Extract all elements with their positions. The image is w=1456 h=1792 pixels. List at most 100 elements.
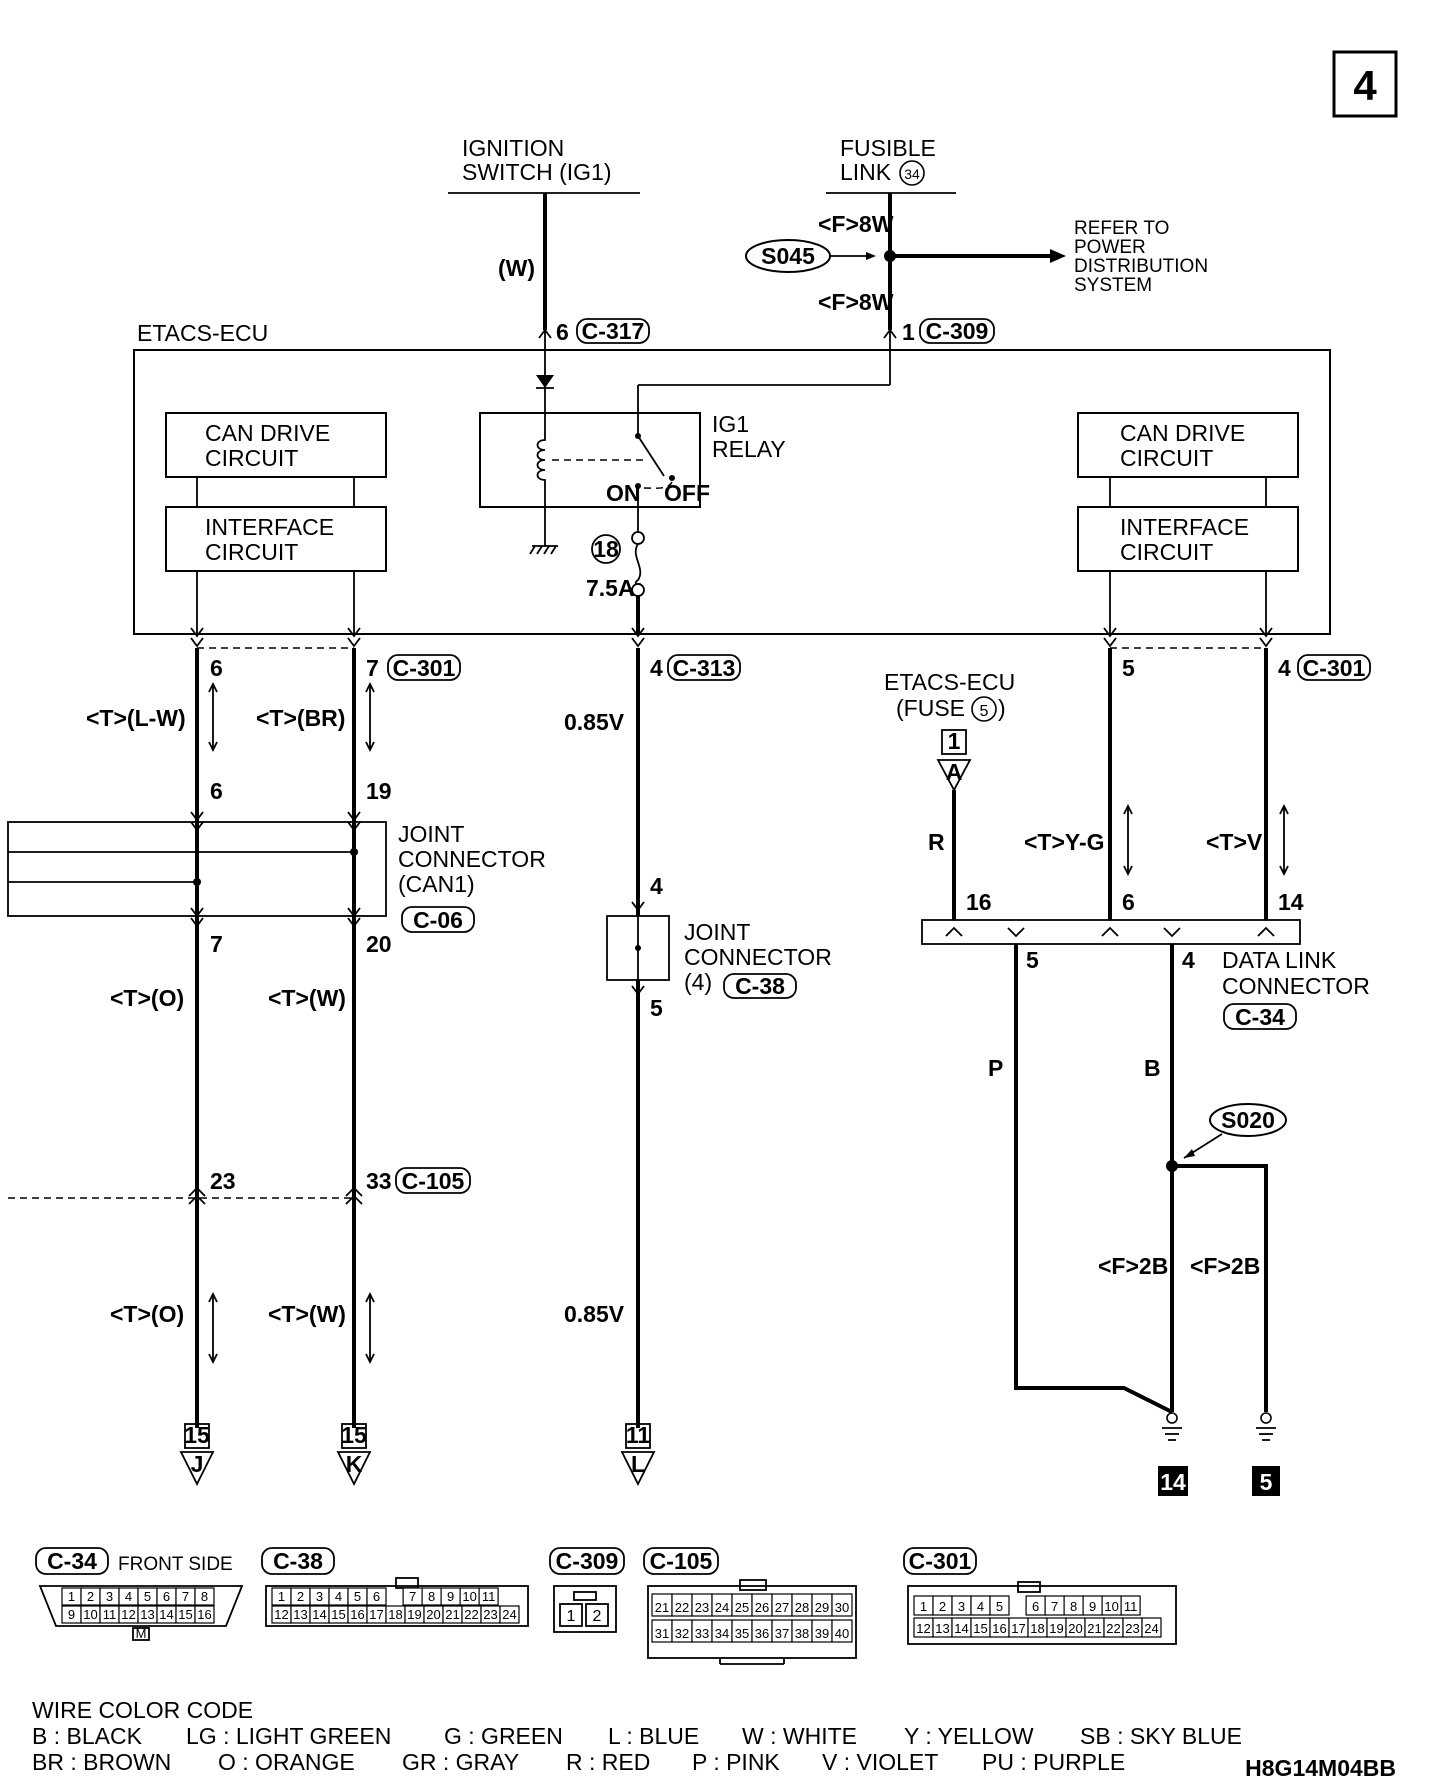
pin-cell <box>478 1587 499 1606</box>
cv-c309-pin2: 2 <box>593 1608 602 1625</box>
pin-number: 34 <box>715 1626 729 1641</box>
pin-number: 6 <box>373 1589 380 1604</box>
fuse-18 <box>634 543 642 586</box>
pin-number: 24 <box>715 1600 729 1615</box>
pin-number: 22 <box>1106 1621 1120 1636</box>
wire-label-f8w-top: <F>8W <box>818 211 894 237</box>
color-code-title: WIRE COLOR CODE <box>32 1697 253 1723</box>
relay-label-2: RELAY <box>712 436 786 462</box>
pin-number: 3 <box>316 1589 323 1604</box>
fusible-number-circle <box>899 160 925 186</box>
c301-left-marks <box>190 627 1273 648</box>
pin-cell <box>1141 1617 1162 1638</box>
cv-c34-front: FRONT SIDE <box>118 1554 233 1575</box>
pin-number: 39 <box>815 1626 829 1641</box>
pin-number: 23 <box>695 1600 709 1615</box>
cc-r2-6: PU : PURPLE <box>982 1749 1125 1775</box>
pin-number: 9 <box>1089 1599 1096 1614</box>
joint-can1-l3: (CAN1) <box>398 871 475 897</box>
pin-number: 35 <box>735 1626 749 1641</box>
data-link-connector <box>921 919 1301 945</box>
data-link-l2: CONNECTOR <box>1222 973 1370 999</box>
pin-number: 17 <box>369 1607 383 1622</box>
pin-number: 21 <box>445 1607 459 1622</box>
pin-number: 18 <box>388 1607 402 1622</box>
pin-number: 5 <box>354 1589 361 1604</box>
pin-number: 21 <box>655 1600 669 1615</box>
pin-4-right: 4 <box>1278 655 1291 681</box>
pin-number: 25 <box>735 1600 749 1615</box>
joint-4-l2: CONNECTOR <box>684 944 832 970</box>
can-drive-right <box>1077 412 1299 478</box>
pin-number: 20 <box>426 1607 440 1622</box>
pin-number: 28 <box>795 1600 809 1615</box>
diagram-code: H8G14M04BB <box>1245 1755 1396 1781</box>
etacs-title: ETACS-ECU <box>137 320 268 346</box>
ground-14: 14 <box>1160 1469 1186 1495</box>
pin-16-dlc: 16 <box>966 889 992 915</box>
cv-c309-shell <box>553 1585 617 1633</box>
signal-arrows-lower <box>208 1291 375 1365</box>
wire-label-t-o-2: <T>(O) <box>110 1301 184 1327</box>
dlc-pin-marks <box>945 926 1275 938</box>
etacs-ecu-box <box>133 349 1331 635</box>
wire-label-t-o-1: <T>(O) <box>110 985 184 1011</box>
cv-c301-shell <box>907 1585 1177 1645</box>
pin-number: 23 <box>483 1607 497 1622</box>
pin-number: 1 <box>68 1589 75 1604</box>
connector-c06: C-06 <box>413 907 463 933</box>
ignition-label-2: SWITCH (IG1) <box>462 159 612 185</box>
relay-coil <box>536 413 546 540</box>
pin-number: 13 <box>293 1607 307 1622</box>
wire-label-f2b-2: <F>2B <box>1190 1253 1260 1279</box>
pin-number: 13 <box>140 1607 154 1622</box>
ref-k-page: 15 <box>341 1422 367 1448</box>
ref-a-letter: A <box>946 759 963 785</box>
cc-r1-6: SB : SKY BLUE <box>1080 1723 1242 1749</box>
pin-number: 4 <box>335 1589 342 1604</box>
page-number-box <box>1332 50 1398 118</box>
relay-off: OFF <box>664 480 710 506</box>
cc-r2-0: BR : BROWN <box>32 1749 171 1775</box>
signal-arrows-right <box>1123 803 1289 877</box>
fusible-label-1: FUSIBLE <box>840 135 936 161</box>
joint-can1-l1: JOINT <box>398 821 464 847</box>
wire-label-p: P <box>988 1055 1003 1081</box>
can-drive-right-l1: CAN DRIVE <box>1120 420 1245 446</box>
connector-c38: C-38 <box>735 973 785 999</box>
connector-c313: C-313 <box>673 655 736 681</box>
interface-left-l1: INTERFACE <box>205 514 334 540</box>
connector-c317: C-317 <box>582 318 645 344</box>
splice-s045: S045 <box>761 243 815 269</box>
connector-c301-left: C-301 <box>393 655 456 681</box>
wire-label-t-w-2: <T>(W) <box>268 1301 346 1327</box>
cv-c38-shell <box>265 1585 529 1627</box>
pin-number: 27 <box>775 1600 789 1615</box>
pin-cell <box>831 1619 853 1643</box>
pin-6-dlc: 6 <box>1122 889 1135 915</box>
pin-number: 4 <box>977 1599 984 1614</box>
data-link-l1: DATA LINK <box>1222 947 1337 973</box>
pin-number: 10 <box>1104 1599 1118 1614</box>
wire-label-t-w-1: <T>(W) <box>268 985 346 1011</box>
connector-c301-right: C-301 <box>1303 655 1366 681</box>
pin-number: 3 <box>958 1599 965 1614</box>
ignition-label-1: IGNITION <box>462 135 564 161</box>
interface-left-l2: CIRCUIT <box>205 539 298 565</box>
ground-5: 5 <box>1260 1469 1273 1495</box>
pin-cell <box>831 1593 853 1617</box>
pin-number: 2 <box>297 1589 304 1604</box>
cc-r1-5: Y : YELLOW <box>904 1723 1034 1749</box>
wire-label-t-br: <T>(BR) <box>256 705 345 731</box>
refer-to-1: REFER TO <box>1074 218 1169 239</box>
cc-r1-2: G : GREEN <box>444 1723 563 1749</box>
pin-number: 40 <box>835 1626 849 1641</box>
pin-number: 30 <box>835 1600 849 1615</box>
pin-7-can1: 7 <box>210 931 223 957</box>
etacs-fuse-l1: ETACS-ECU <box>884 669 1015 695</box>
cv-c34-key: M <box>136 1626 147 1641</box>
joint-can1-l2: CONNECTOR <box>398 846 546 872</box>
splice-s020: S020 <box>1221 1107 1275 1133</box>
